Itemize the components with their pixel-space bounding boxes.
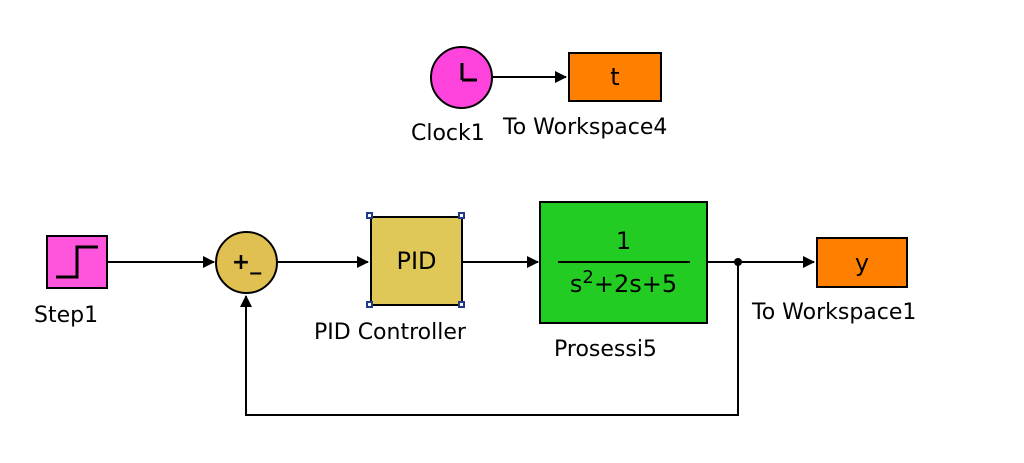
step-icon xyxy=(56,245,98,279)
pid-text: PID xyxy=(396,247,437,275)
clock-label: Clock1 xyxy=(411,121,485,146)
sum-signs: +_ xyxy=(231,250,262,275)
pid-controller-label: PID Controller xyxy=(314,320,466,345)
step-label: Step1 xyxy=(34,303,99,328)
process-transfer-function-block[interactable]: 1 s2+2s+5 xyxy=(539,201,708,324)
tf-denominator: s2+2s+5 xyxy=(569,267,678,298)
tf-fraction-bar xyxy=(557,261,690,263)
sum-block[interactable]: +_ xyxy=(215,231,278,294)
wire-feedback xyxy=(240,262,739,416)
step-block[interactable] xyxy=(46,235,108,289)
tf-numerator: 1 xyxy=(615,227,632,255)
to-workspace4-block[interactable]: t xyxy=(568,52,662,102)
process-label: Prosessi5 xyxy=(554,337,657,362)
to-workspace4-label: To Workspace4 xyxy=(503,115,668,140)
selection-handle-top-right[interactable] xyxy=(458,212,465,219)
to-workspace1-variable: y xyxy=(854,248,870,277)
selection-handle-bottom-right[interactable] xyxy=(458,301,465,308)
to-workspace1-label: To Workspace1 xyxy=(752,300,917,325)
to-workspace1-block[interactable]: y xyxy=(816,237,908,288)
pid-controller-block[interactable]: PID xyxy=(370,216,463,306)
selection-handle-bottom-left[interactable] xyxy=(366,301,373,308)
to-workspace4-variable: t xyxy=(610,63,620,91)
clock-block[interactable] xyxy=(430,46,493,109)
selection-handle-top-left[interactable] xyxy=(366,212,373,219)
clock-icon xyxy=(460,62,477,81)
